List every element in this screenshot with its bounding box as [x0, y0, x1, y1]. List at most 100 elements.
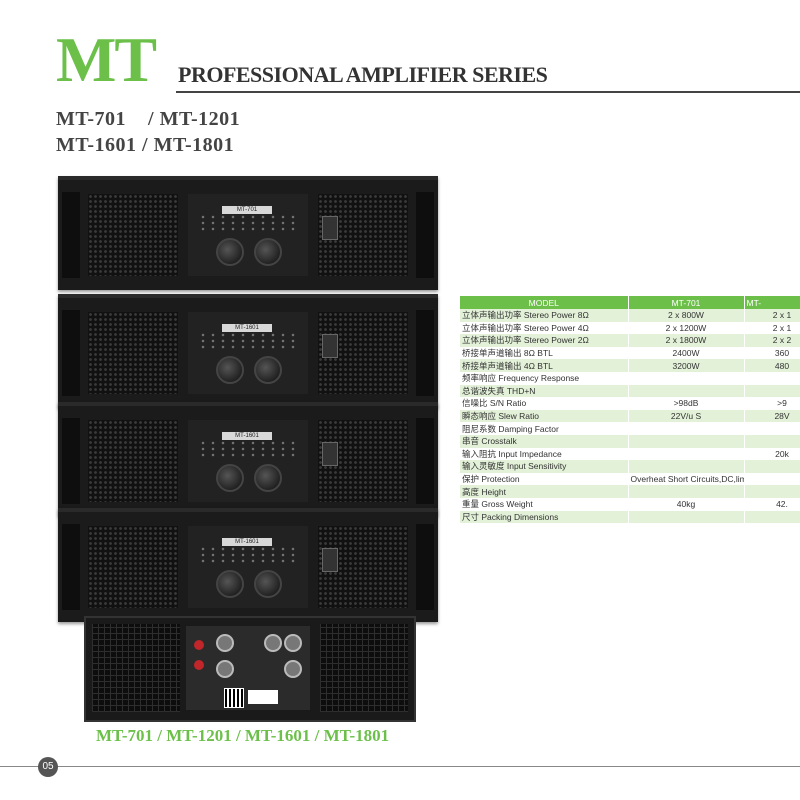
vent-grille-left — [88, 312, 178, 394]
rack-ear-left — [62, 310, 80, 396]
table-row: 总谐波失真 THD+N — [460, 384, 800, 398]
spec-label-cell: 阻尼系数 Damping Factor — [460, 422, 629, 435]
xlr-input-jack — [284, 634, 302, 652]
table-row: 输入灵敏度 Input Sensitivity — [460, 460, 800, 473]
vent-grille-left — [88, 420, 178, 502]
table-row: 串音 Crosstalk — [460, 434, 800, 448]
model-plate: MT-1601 — [222, 432, 272, 440]
spec-value-cell: 2 x 1 — [744, 309, 800, 322]
xlr-input-jack — [284, 660, 302, 678]
spec-value-cell: 2 x 2 — [744, 334, 800, 347]
indicator-leds — [198, 214, 298, 232]
spec-value-cell: 28V — [744, 409, 800, 423]
amplifier-front-3: MT-1601 — [58, 402, 438, 516]
spec-value-cell — [628, 485, 745, 498]
spec-value-cell: 22V/u S — [628, 409, 745, 423]
cooling-fan-right — [320, 624, 408, 712]
spec-label-cell: 频率响应 Frequency Response — [460, 371, 629, 385]
spec-label-cell: 保护 Protection — [460, 472, 629, 486]
spec-value-cell: 2 x 1200W — [628, 321, 745, 335]
spec-label-cell: 桥接单声道输出 8Ω BTL — [460, 346, 629, 360]
spec-label-cell: 总谐波失真 THD+N — [460, 384, 629, 398]
footer-divider — [0, 766, 800, 767]
amplifier-front-2: MT-1601 — [58, 294, 438, 408]
spec-value-cell — [628, 422, 745, 435]
spec-value-cell: Overheat Short Circuits,DC,limit and — [628, 472, 745, 486]
spec-value-cell: 2 x 1 — [744, 321, 800, 335]
column-header: MODEL — [460, 296, 629, 309]
power-switch — [322, 334, 338, 358]
spec-label-cell: 输入灵敏度 Input Sensitivity — [460, 460, 629, 473]
table-row: 高度 Height — [460, 485, 800, 498]
vent-grille-left — [88, 526, 178, 608]
power-switch — [322, 442, 338, 466]
volume-knob-b — [254, 570, 282, 598]
image-caption: MT-701 / MT-1201 / MT-1601 / MT-1801 — [96, 726, 390, 745]
spec-value-cell — [628, 447, 745, 461]
spec-value-cell — [744, 472, 800, 486]
control-panel: MT-1601 — [188, 312, 308, 394]
spec-value-cell — [744, 434, 800, 448]
spec-value-cell — [744, 460, 800, 473]
control-panel: MT-701 — [188, 194, 308, 276]
volume-knob-b — [254, 238, 282, 266]
series-title: PROFESSIONAL AMPLIFIER SERIES — [178, 62, 548, 87]
control-panel: MT-1601 — [188, 420, 308, 502]
volume-knob-b — [254, 464, 282, 492]
spec-label-cell: 重量 Gross Weight — [460, 497, 629, 511]
table-row: 信噪比 S/N Ratio>98dB>9 — [460, 397, 800, 410]
spec-value-cell: 3200W — [628, 359, 745, 372]
vent-grille-left — [88, 194, 178, 276]
spec-value-cell: >9 — [744, 397, 800, 410]
volume-knob-a — [216, 464, 244, 492]
models-line-2: MT-1601 / MT-1801 — [56, 134, 235, 156]
model-plate: MT-701 — [222, 206, 272, 214]
table-row: 频率响应 Frequency Response — [460, 371, 800, 385]
table-header-row: MODEL MT-701 MT- — [460, 296, 800, 309]
volume-knob-a — [216, 356, 244, 384]
cooling-fan-left — [92, 624, 180, 712]
speaker-binding-post — [194, 660, 204, 670]
column-header: MT-701 — [628, 296, 745, 309]
table-row: 阻尼系数 Damping Factor — [460, 422, 800, 435]
spec-value-cell: >98dB — [628, 397, 745, 410]
spec-label-cell: 尺寸 Packing Dimensions — [460, 510, 629, 524]
column-header: MT- — [744, 296, 800, 309]
vent-grille-right — [318, 194, 408, 276]
volume-knob-a — [216, 238, 244, 266]
spec-value-cell — [744, 510, 800, 524]
spec-label-cell: 桥接单声道输出 4Ω BTL — [460, 359, 629, 372]
power-switch — [322, 548, 338, 572]
spec-label-cell: 立体声输出功率 Stereo Power 8Ω — [460, 309, 629, 322]
speaker-binding-post — [194, 640, 204, 650]
model-plate: MT-1601 — [222, 324, 272, 332]
spec-value-cell: 20k — [744, 447, 800, 461]
spec-value-cell: 2 x 1800W — [628, 334, 745, 347]
serial-sticker — [248, 690, 278, 704]
spec-label-cell: 立体声输出功率 Stereo Power 2Ω — [460, 334, 629, 347]
spec-value-cell: 40kg — [628, 497, 745, 511]
spec-value-cell — [744, 384, 800, 398]
spec-value-cell: 480 — [744, 359, 800, 372]
model-plate: MT-1601 — [222, 538, 272, 546]
power-switch — [322, 216, 338, 240]
rack-ear-right — [416, 418, 434, 504]
models-line-1: MT-701 / MT-1201 — [56, 108, 241, 130]
spec-label-cell: 瞬态响应 Slew Ratio — [460, 409, 629, 423]
spec-value-cell: 2 x 800W — [628, 309, 745, 322]
indicator-leds — [198, 440, 298, 458]
spec-table: MODEL MT-701 MT- 立体声输出功率 Stereo Power 8Ω… — [460, 296, 800, 524]
amplifier-front-1: MT-701 — [58, 176, 438, 290]
volume-knob-b — [254, 356, 282, 384]
indicator-leds — [198, 546, 298, 564]
speakon-jack — [216, 660, 234, 678]
amplifier-front-4: MT-1601 — [58, 508, 438, 622]
